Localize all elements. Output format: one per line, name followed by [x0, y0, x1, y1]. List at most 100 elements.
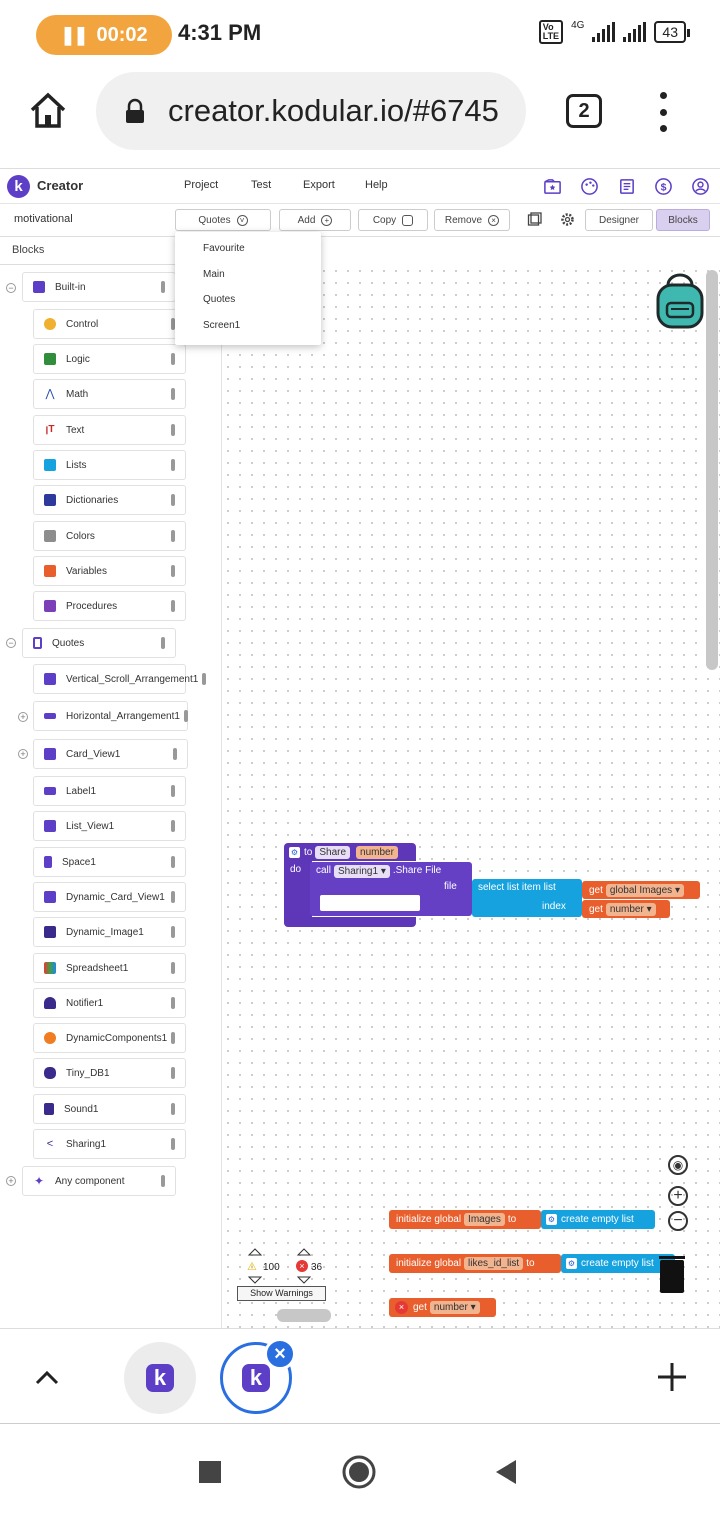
drag-handle[interactable]	[171, 318, 175, 330]
blocks-workspace[interactable]: ⚙ to Share number do call Sharing1 ▾ .Sh…	[222, 265, 720, 1330]
tree-variables[interactable]: Variables	[33, 556, 186, 586]
mutator-gear-icon[interactable]: ⚙	[566, 1258, 577, 1269]
tree-screen-quotes[interactable]: Quotes	[22, 628, 176, 658]
drag-handle[interactable]	[171, 388, 175, 400]
drag-handle[interactable]	[171, 494, 175, 506]
my-projects-icon[interactable]	[543, 177, 562, 196]
screen-option-quotes[interactable]: Quotes	[203, 294, 236, 305]
collapse-builtin-icon[interactable]: −	[6, 283, 16, 293]
stray-get-number-block[interactable]: × get number ▾	[389, 1298, 496, 1317]
global-name-field[interactable]: likes_id_list	[464, 1257, 524, 1270]
get-global-images-block[interactable]: get global Images ▾	[582, 881, 700, 899]
tree-component[interactable]: Dynamic_Card_View1	[33, 882, 186, 912]
close-tab-icon[interactable]: ×	[264, 1338, 296, 1370]
initialize-global-images-block[interactable]: initialize global Images to	[389, 1210, 541, 1229]
home-nav-icon[interactable]	[341, 1454, 377, 1490]
settings-gear-icon[interactable]	[560, 212, 575, 227]
global-name-field[interactable]: Images	[464, 1213, 505, 1226]
tree-lists[interactable]: Lists	[33, 450, 186, 480]
menu-project[interactable]: Project	[184, 179, 219, 191]
new-tab-plus-icon[interactable]	[656, 1361, 688, 1393]
screen-option-favourite[interactable]: Favourite	[203, 243, 245, 254]
mutator-gear-icon[interactable]: ⚙	[546, 1214, 557, 1225]
warning-next-icon[interactable]	[247, 1276, 263, 1284]
drag-handle[interactable]	[202, 673, 207, 685]
tree-component[interactable]: List_View1	[33, 811, 186, 841]
drag-handle[interactable]	[171, 565, 175, 577]
variable-dropdown[interactable]: number ▾	[605, 902, 656, 916]
tree-procedures[interactable]: Procedures	[33, 591, 186, 621]
drag-handle[interactable]	[171, 997, 175, 1009]
tree-control[interactable]: Control	[33, 309, 186, 339]
tree-component[interactable]: DynamicComponents1	[33, 1023, 186, 1053]
trash-icon[interactable]	[656, 1252, 686, 1294]
tree-component[interactable]: Spreadsheet1	[33, 953, 186, 983]
drag-handle[interactable]	[171, 891, 175, 903]
more-options-icon[interactable]	[656, 92, 670, 132]
tree-component[interactable]: Vertical_Scroll_Arrangement1	[33, 664, 207, 694]
initialize-global-likes-block[interactable]: initialize global likes_id_list to	[389, 1254, 561, 1273]
drag-handle[interactable]	[161, 281, 165, 293]
error-next-icon[interactable]	[296, 1276, 312, 1284]
drag-handle[interactable]	[171, 353, 175, 365]
dollar-icon[interactable]: $	[654, 177, 673, 196]
recent-apps-icon[interactable]	[199, 1461, 221, 1483]
tree-component[interactable]: <Sharing1	[33, 1129, 186, 1159]
tree-logic[interactable]: Logic	[33, 344, 186, 374]
menu-test[interactable]: Test	[251, 179, 272, 191]
drag-handle[interactable]	[161, 1175, 165, 1187]
tree-component[interactable]: Notifier1	[33, 988, 186, 1018]
tree-any-component[interactable]: ✦Any component	[22, 1166, 176, 1196]
tab-switcher-button[interactable]: 2	[566, 94, 602, 128]
tree-math[interactable]: ⋀Math	[33, 379, 186, 409]
docs-icon[interactable]	[617, 177, 636, 196]
screen-recording-indicator[interactable]: ❚❚ 00:02	[36, 15, 172, 55]
warning-prev-icon[interactable]	[247, 1248, 263, 1256]
back-icon[interactable]	[494, 1459, 518, 1485]
add-screen-button[interactable]: Add +	[279, 209, 351, 231]
drag-handle[interactable]	[161, 637, 165, 649]
zoom-in-icon[interactable]: +	[668, 1186, 688, 1206]
component-dropdown[interactable]: Sharing1 ▾	[334, 865, 390, 878]
drag-handle[interactable]	[183, 710, 188, 722]
screen-option-screen1[interactable]: Screen1	[203, 320, 241, 331]
tree-component[interactable]: Dynamic_Image1	[33, 917, 186, 947]
tree-component[interactable]: Horizontal_Arrangement1	[33, 701, 188, 731]
drag-handle[interactable]	[171, 962, 175, 974]
copy-screen-button[interactable]: Copy	[358, 209, 428, 231]
menu-export[interactable]: Export	[303, 179, 335, 191]
drag-handle[interactable]	[171, 600, 175, 612]
error-prev-icon[interactable]	[296, 1248, 312, 1256]
drag-handle[interactable]	[171, 926, 175, 938]
backpack-icon[interactable]	[654, 273, 706, 329]
address-bar[interactable]: creator.kodular.io/#6745	[96, 72, 526, 150]
drag-handle[interactable]	[171, 1138, 175, 1150]
screen-select[interactable]: Quotes ˅	[175, 209, 271, 231]
drag-handle[interactable]	[171, 785, 175, 797]
horizontal-scrollbar[interactable]	[277, 1309, 331, 1322]
drag-handle[interactable]	[171, 856, 175, 868]
remove-screen-button[interactable]: Remove ×	[434, 209, 510, 231]
drag-handle[interactable]	[171, 1032, 176, 1044]
screenshot-icon[interactable]	[527, 212, 542, 227]
drag-handle[interactable]	[173, 748, 177, 760]
chevron-up-icon[interactable]	[34, 1365, 60, 1391]
screen-option-main[interactable]: Main	[203, 269, 225, 280]
tree-component[interactable]: Card_View1	[33, 739, 188, 769]
get-number-block[interactable]: get number ▾	[582, 900, 670, 918]
tree-colors[interactable]: Colors	[33, 521, 186, 551]
expand-any-component-icon[interactable]: +	[6, 1176, 16, 1186]
recenter-icon[interactable]: ◉	[668, 1155, 688, 1175]
tree-component[interactable]: Sound1	[33, 1094, 186, 1124]
create-empty-list-block[interactable]: ⚙ create empty list	[541, 1210, 655, 1229]
variable-dropdown[interactable]: number ▾	[429, 1301, 480, 1314]
mutator-gear-icon[interactable]: ⚙	[289, 846, 300, 858]
drag-handle[interactable]	[171, 1067, 175, 1079]
menu-help[interactable]: Help	[365, 179, 388, 191]
tree-component[interactable]: Tiny_DB1	[33, 1058, 186, 1088]
vertical-scrollbar[interactable]	[706, 270, 718, 670]
variable-dropdown[interactable]: global Images ▾	[605, 883, 684, 897]
tree-builtin[interactable]: Built-in	[22, 272, 176, 302]
tab-thumbnail-1[interactable]: k	[124, 1342, 196, 1414]
